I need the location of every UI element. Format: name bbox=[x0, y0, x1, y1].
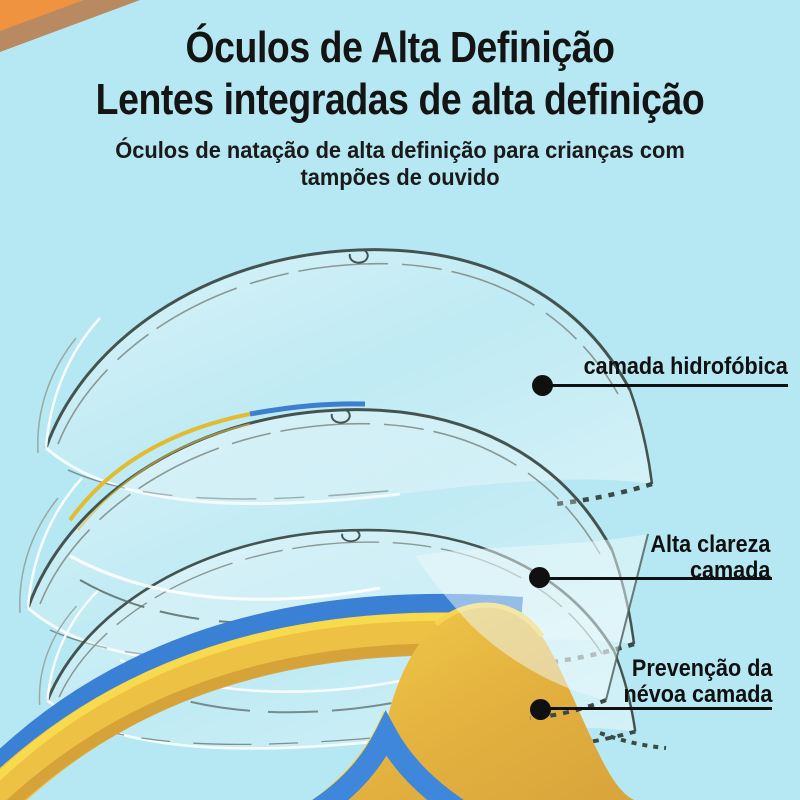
callout-label-line: camada bbox=[689, 557, 770, 584]
subtitle-line-2: tampões de ouvido bbox=[300, 164, 500, 190]
callout-label-line: Alta clareza bbox=[649, 531, 770, 558]
callout-dot bbox=[530, 699, 551, 720]
title-line-1: Óculos de Alta Definição bbox=[185, 23, 615, 72]
callout-label-anti-fog-layer: Prevenção da névoa camada bbox=[623, 656, 772, 708]
callout-line bbox=[541, 707, 772, 710]
callout-line bbox=[543, 384, 788, 387]
subtitle-line-1: Óculos de natação de alta definição para… bbox=[115, 137, 685, 163]
callout-label-line: camada hidrofóbica bbox=[583, 353, 788, 380]
callout-dot bbox=[529, 567, 550, 588]
callout-label-line: Prevenção da bbox=[631, 655, 772, 682]
callout-dot bbox=[532, 375, 553, 396]
title-line-2: Lentes integradas de alta definição bbox=[95, 75, 705, 124]
page-subtitle: Óculos de natação de alta definição para… bbox=[20, 137, 780, 191]
callout-label-hydrophobic-layer: camada hidrofóbica bbox=[584, 354, 788, 380]
callout-label-line: névoa camada bbox=[623, 681, 772, 708]
callout-line bbox=[540, 577, 772, 580]
page-title: Óculos de Alta Definição Lentes integrad… bbox=[60, 22, 740, 126]
